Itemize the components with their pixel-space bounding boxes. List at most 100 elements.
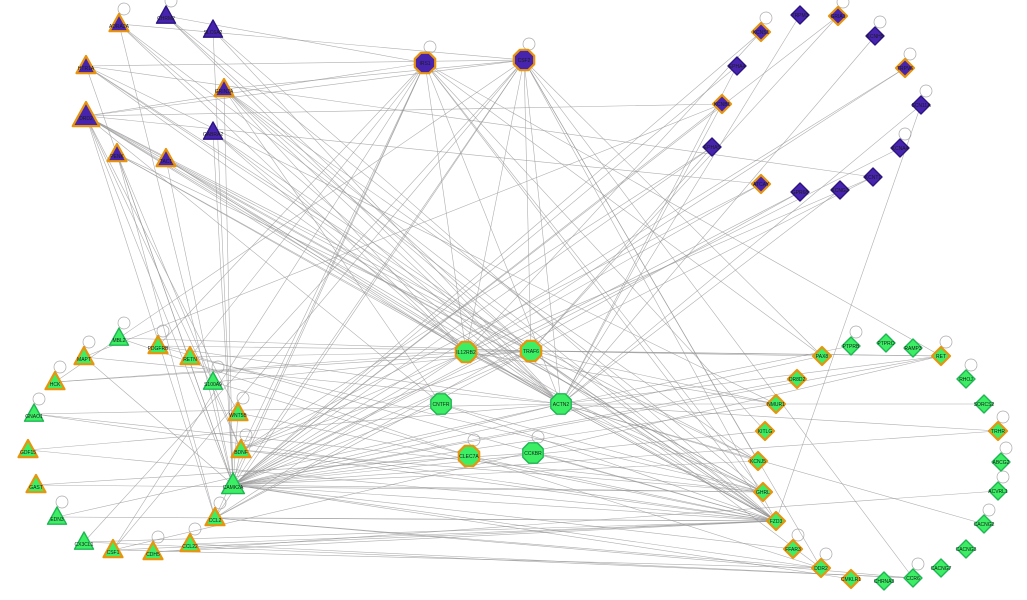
edge-CAMK2A-FZD3	[232, 484, 777, 522]
edge-KCNS1-CAMK2A	[232, 31, 762, 486]
node-KCNH5[interactable]: KCNH5	[865, 26, 885, 46]
node-TRPV6[interactable]: TRPV6	[894, 57, 916, 79]
node-SLC6A2[interactable]: SLC6A2	[202, 19, 224, 38]
edge-DRD2-WNT5B	[85, 115, 239, 414]
edge-CAMK2A-CMKLR1	[232, 484, 852, 580]
node-MBL2[interactable]: MBL2	[108, 327, 130, 346]
edge-CNTFR-GHRL	[440, 403, 764, 493]
edge-IRS1-CCL2	[214, 62, 426, 519]
node-CCKBR[interactable]: CCKBR	[522, 442, 544, 464]
node-CCL2[interactable]: CCL2	[204, 506, 226, 527]
edge-CSF2-CCR6	[523, 59, 914, 579]
node-RET[interactable]: RET	[930, 345, 952, 367]
edge-GRIN2A-ACTN2	[223, 88, 562, 405]
edge-CCL22-FZD3	[189, 520, 777, 545]
node-SCN11A[interactable]: SCN11A	[911, 95, 931, 115]
edge-CSF2-IL12RB2	[465, 59, 525, 353]
diamond-shape-icon	[810, 557, 832, 579]
node-ABCG2[interactable]: ABCG2	[991, 452, 1011, 472]
edge-GRIN2A-CSF2	[223, 59, 525, 90]
node-PDGFRB[interactable]: PDGFRB	[147, 334, 170, 355]
node-KCNJ5[interactable]: KCNJ5	[747, 450, 769, 472]
node-S100A9[interactable]: S100A9	[202, 371, 224, 390]
node-GPR68[interactable]: GPR68	[790, 182, 810, 202]
self-loop-S100A9	[211, 360, 225, 374]
edge-GAST-GHRL	[35, 484, 764, 493]
node-MAPT[interactable]: MAPT	[73, 345, 95, 366]
node-ACVRL1[interactable]: ACVRL1	[988, 481, 1008, 501]
node-CACNG2[interactable]: CACNG2	[974, 514, 995, 534]
node-IRS1[interactable]: IRS1	[413, 51, 437, 75]
node-EPHA4[interactable]: EPHA4	[727, 56, 747, 76]
node-OR8D2[interactable]: OR8D2	[786, 368, 808, 390]
node-TAC1[interactable]: TAC1	[155, 147, 177, 168]
node-NMUR1[interactable]: NMUR1	[765, 393, 787, 415]
node-BDNF[interactable]: BDNF	[230, 438, 252, 459]
node-PTPRB[interactable]: PTPRB	[841, 336, 861, 356]
node-KITLG[interactable]: KITLG	[754, 420, 776, 442]
node-TRAF6[interactable]: TRAF6	[519, 339, 543, 363]
node-KCNT1[interactable]: KCNT1	[863, 167, 883, 187]
edge-CSF2-ACTN2	[523, 59, 562, 405]
diamond-shape-icon	[988, 481, 1008, 501]
node-CLEC7A[interactable]: CLEC7A	[457, 444, 481, 468]
node-KCNG3[interactable]: KCNG3	[830, 180, 850, 200]
diamond-shape-icon	[830, 180, 850, 200]
node-TRHR[interactable]: TRHR	[987, 420, 1009, 442]
node-CACNG7[interactable]: CACNG7	[931, 558, 952, 578]
node-CNTFR[interactable]: CNTFR	[430, 393, 452, 415]
triangle-shape-icon	[220, 472, 246, 495]
node-TRPM3[interactable]: TRPM3	[790, 5, 810, 25]
node-RAMP3[interactable]: RAMP3	[903, 338, 923, 358]
node-GAST[interactable]: GAST	[25, 473, 47, 494]
node-CMKLR1[interactable]: CMKLR1	[841, 568, 862, 590]
node-FZD3[interactable]: FZD3	[765, 510, 787, 532]
node-CACNG3[interactable]: CACNG3	[956, 539, 977, 559]
edge-CNTFR-FZD3	[440, 403, 777, 522]
node-GNAO1[interactable]: GNAO1	[23, 403, 45, 422]
self-loop-ABCG2	[999, 441, 1013, 455]
node-ATCAY[interactable]: ATCAY	[750, 173, 772, 195]
edge-EPHA4-ACTN2	[560, 65, 738, 405]
node-RHOJ[interactable]: RHOJ	[956, 369, 976, 389]
octagon-shape-icon	[457, 444, 481, 468]
edge-KCNT1-TRAF6	[530, 176, 874, 352]
node-layer: ADRA2ACHRM2SLC6A2HTR1AGRIN2ADRD2GABRA2PE…	[17, 5, 1011, 591]
node-CCL22[interactable]: CCL22	[179, 532, 201, 553]
node-DRD2[interactable]: DRD2	[71, 100, 101, 128]
edge-GNAO1-GHRL	[33, 413, 764, 493]
node-IL12RB2[interactable]: IL12RB2	[454, 340, 478, 364]
node-KCNB1[interactable]: KCNB1	[711, 93, 733, 115]
edge-DRD2-FZD3	[85, 115, 777, 522]
diamond-shape-icon	[754, 420, 776, 442]
self-loop-FFAR3	[791, 528, 805, 542]
node-ADRA2A[interactable]: ADRA2A	[108, 12, 130, 33]
diamond-shape-icon	[903, 338, 923, 358]
diamond-shape-icon	[841, 336, 861, 356]
edge-CAMK2A-CLEC7A	[232, 455, 470, 486]
edge-CCL2-IL12RB2	[214, 351, 467, 519]
diamond-shape-icon	[863, 167, 883, 187]
node-HTR1A[interactable]: HTR1A	[75, 54, 97, 75]
node-KCNS1[interactable]: KCNS1	[750, 21, 772, 43]
node-CHRM2[interactable]: CHRM2	[155, 5, 177, 24]
node-CCR6[interactable]: CCR6	[903, 568, 923, 588]
triangle-shape-icon	[73, 531, 95, 550]
edge-ACTN2-TRHR	[560, 403, 999, 432]
node-ACTN2[interactable]: ACTN2	[550, 393, 572, 415]
edge-GPR68-CAMK2A	[232, 191, 801, 486]
edge-ACTN2-CACNG2	[560, 403, 985, 525]
diamond-shape-icon	[974, 514, 994, 534]
node-SORCS2[interactable]: SORCS2	[974, 394, 995, 414]
node-PTPRO[interactable]: PTPRO	[876, 333, 896, 353]
node-GRIA1[interactable]: GRIA1	[827, 5, 849, 27]
triangle-shape-icon	[102, 538, 124, 559]
node-HCK[interactable]: HCK	[44, 370, 66, 391]
edge-TRAF6-RET	[530, 350, 942, 357]
node-GDF15[interactable]: GDF15	[17, 438, 39, 459]
node-KCNA4[interactable]: KCNA4	[890, 138, 910, 158]
node-GRIN2A[interactable]: GRIN2A	[213, 77, 235, 98]
node-CSF2[interactable]: CSF2	[512, 48, 536, 72]
